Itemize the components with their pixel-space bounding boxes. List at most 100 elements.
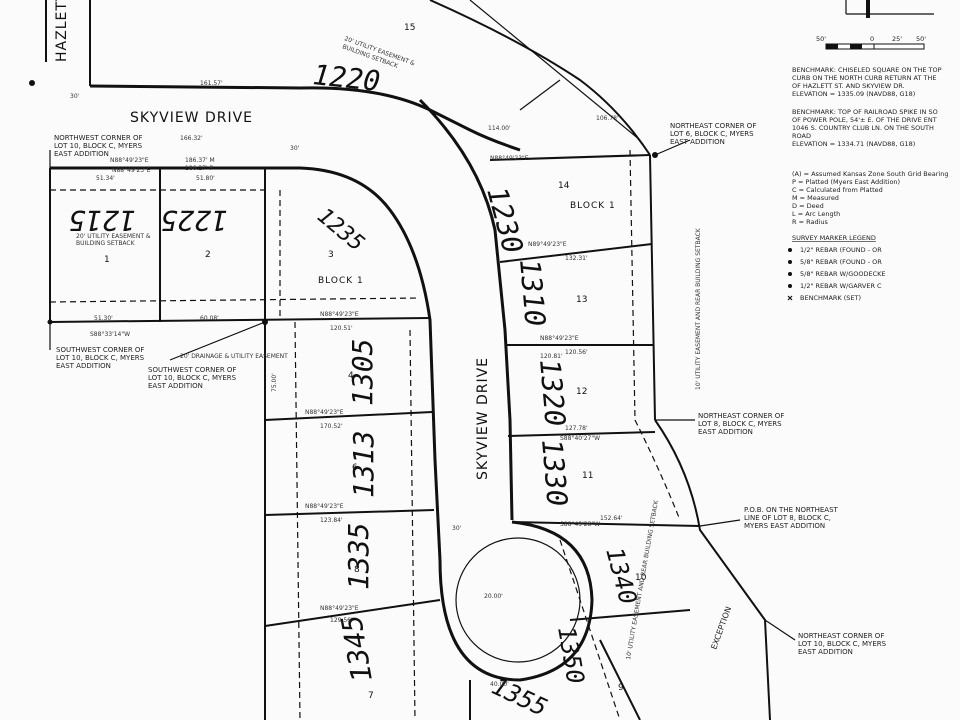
bearing-b7: S88°40'27"W bbox=[560, 435, 600, 442]
svg-text:C = Calculated from Platted: C = Calculated from Platted bbox=[792, 186, 883, 194]
skyview-east-row bbox=[418, 98, 514, 521]
distance-d21: 20.00' bbox=[484, 593, 503, 600]
svg-text:BENCHMARK: TOP OF RAILROAD SPI: BENCHMARK: TOP OF RAILROAD SPIKE IN SO bbox=[792, 108, 938, 116]
annotation-sw-corner-2: SOUTHWEST CORNER OF LOT 10, BLOCK C, MYE… bbox=[148, 366, 237, 390]
svg-text:NORTHEAST CORNER OF: NORTHEAST CORNER OF bbox=[798, 632, 884, 640]
annotation-nw-corner: NORTHWEST CORNER OF LOT 10, BLOCK C, MYE… bbox=[54, 134, 143, 158]
distance-d19: 30' bbox=[290, 145, 300, 152]
lot15-north-boundary bbox=[429, 0, 651, 156]
scale-bar: 50' 0 25' 50' bbox=[816, 35, 926, 50]
lot-number-6: 6 bbox=[352, 463, 358, 473]
house-number-1220: 1220 bbox=[311, 58, 382, 98]
bearing-b11: N88°49'23"E bbox=[490, 155, 529, 162]
house-number-1320: 1320 bbox=[533, 358, 572, 428]
svg-text:M = Measured: M = Measured bbox=[792, 194, 839, 202]
bearing-b8: N88°49'23"E bbox=[540, 335, 579, 342]
svg-text:1/2" REBAR (FOUND - OR: 1/2" REBAR (FOUND - OR bbox=[800, 246, 882, 254]
front-setback-lower bbox=[409, 329, 416, 720]
marker-rebar-icon bbox=[788, 260, 792, 264]
svg-text:EAST ADDITION: EAST ADDITION bbox=[670, 138, 725, 146]
lot-number-8: 8 bbox=[354, 565, 360, 575]
svg-text:(A) = Assumed Kansas Zone Sout: (A) = Assumed Kansas Zone South Grid Bea… bbox=[792, 170, 948, 178]
svg-text:LOT 8, BLOCK C, MYERS: LOT 8, BLOCK C, MYERS bbox=[698, 420, 782, 428]
lot11-12-line bbox=[507, 431, 656, 437]
distance-d24: 114.00' bbox=[488, 125, 511, 132]
east-rear-easement bbox=[629, 149, 681, 521]
svg-text:EAST ADDITION: EAST ADDITION bbox=[698, 428, 753, 436]
svg-text:P.O.B. ON THE NORTHEAST: P.O.B. ON THE NORTHEAST bbox=[744, 506, 839, 514]
svg-text:SOUTHWEST CORNER OF: SOUTHWEST CORNER OF bbox=[56, 346, 144, 354]
svg-text:0: 0 bbox=[870, 35, 874, 43]
lot-number-12: 12 bbox=[576, 387, 587, 397]
survey-marker-sw bbox=[262, 319, 268, 325]
lot-number-9: 9 bbox=[618, 683, 624, 693]
svg-text:L = Arc Length: L = Arc Length bbox=[792, 210, 840, 218]
house-number-1335: 1335 bbox=[342, 523, 375, 590]
annotation-ne-corner-1: NORTHEAST CORNER OF LOT 6, BLOCK C, MYER… bbox=[670, 122, 756, 146]
annotation-ne-corner-3: NORTHEAST CORNER OF LOT 10, BLOCK C, MYE… bbox=[798, 632, 887, 656]
annotation-exception: EXCEPTION bbox=[709, 605, 733, 650]
lot-number-1: 1 bbox=[104, 255, 110, 265]
lot-number-4: 4 bbox=[348, 371, 354, 381]
distance-d7: 51.30' bbox=[94, 315, 113, 322]
bearing-b4: N88°49'23"E bbox=[320, 311, 359, 318]
svg-text:EAST ADDITION: EAST ADDITION bbox=[148, 382, 203, 390]
svg-text:R = Radius: R = Radius bbox=[792, 218, 829, 226]
bearing-b5: N88°49'23"E bbox=[305, 409, 344, 416]
house-number-1305: 1305 bbox=[346, 339, 379, 406]
lot-number-3: 3 bbox=[328, 250, 334, 260]
lots-west-easement-lower bbox=[294, 321, 301, 720]
legend-markers: 1/2" REBAR (FOUND - OR 5/8" REBAR (FOUND… bbox=[787, 246, 886, 302]
lot-number-7: 7 bbox=[368, 691, 374, 701]
skyview-south-row bbox=[50, 166, 442, 561]
svg-text:NORTHEAST CORNER OF: NORTHEAST CORNER OF bbox=[670, 122, 756, 130]
distance-d14: 152.64' bbox=[600, 515, 623, 522]
north-arrow-icon bbox=[866, 0, 870, 18]
svg-text:25': 25' bbox=[892, 35, 902, 43]
lot15-side-line bbox=[519, 79, 561, 111]
survey-marker-ne bbox=[652, 152, 658, 158]
street-label-skyview-upper: SKYVIEW DRIVE bbox=[130, 110, 253, 126]
distance-d2: 166.32' bbox=[180, 135, 203, 142]
distance-d3: 186.37' M bbox=[185, 157, 215, 164]
lot8-7-line bbox=[264, 599, 441, 627]
bearing-b1: N88°49'23"E bbox=[110, 157, 149, 164]
legend-marker-title: SURVEY MARKER LEGEND bbox=[792, 234, 876, 242]
svg-text:50': 50' bbox=[916, 35, 926, 43]
svg-text:D = Deed: D = Deed bbox=[792, 202, 824, 210]
house-number-1313: 1313 bbox=[347, 431, 380, 498]
svg-text:OF HAZLETT ST. AND SKYVIEW DR.: OF HAZLETT ST. AND SKYVIEW DR. bbox=[792, 82, 905, 90]
svg-text:5/8" REBAR W/GOODECKE: 5/8" REBAR W/GOODECKE bbox=[800, 270, 886, 278]
lot-number-2: 2 bbox=[205, 250, 211, 260]
distance-d22: 40.00' bbox=[490, 681, 509, 688]
distance-d9: 120.51' bbox=[330, 325, 353, 332]
distance-d12: 123.84' bbox=[320, 517, 343, 524]
bearing-b9: S88°49'23"W bbox=[560, 521, 600, 528]
svg-text:NORTHEAST CORNER OF: NORTHEAST CORNER OF bbox=[698, 412, 784, 420]
house-number-1230: 1230 bbox=[480, 183, 529, 257]
svg-text:EAST ADDITION: EAST ADDITION bbox=[798, 648, 853, 656]
svg-text:5/8" REBAR (FOUND - OR: 5/8" REBAR (FOUND - OR bbox=[800, 258, 882, 266]
marker-rebar-cap-icon bbox=[788, 272, 792, 276]
rear-easement-line-1 bbox=[49, 297, 421, 303]
skyview-north-row bbox=[89, 84, 521, 152]
svg-text:OF POWER POLE, 54'± E. OF THE: OF POWER POLE, 54'± E. OF THE DRIVE ENT bbox=[792, 116, 937, 124]
lot4-5-line bbox=[264, 411, 433, 421]
svg-text:LOT 6, BLOCK C, MYERS: LOT 6, BLOCK C, MYERS bbox=[670, 130, 754, 138]
marker-rebar-icon bbox=[788, 248, 792, 252]
distance-d20: 30' bbox=[452, 525, 462, 532]
svg-text:EAST ADDITION: EAST ADDITION bbox=[54, 150, 109, 158]
street-label-hazlett: HAZLETT bbox=[54, 0, 70, 62]
lots-south-line bbox=[49, 317, 431, 323]
annotation-sw-corner-1: SOUTHWEST CORNER OF LOT 10, BLOCK C, MYE… bbox=[56, 346, 145, 370]
svg-text:ELEVATION = 1335.09 (NAVD88, G: ELEVATION = 1335.09 (NAVD88, G18) bbox=[792, 90, 915, 98]
svg-text:ELEVATION = 1334.71 (NAVD88, G: ELEVATION = 1334.71 (NAVD88, G18) bbox=[792, 140, 915, 148]
lot15-rear-easement-line bbox=[469, 0, 641, 141]
svg-text:ROAD: ROAD bbox=[792, 132, 811, 140]
block-label-right: BLOCK 1 bbox=[570, 201, 616, 211]
house-number-1330: 1330 bbox=[535, 438, 574, 508]
survey-marker-hazlett bbox=[29, 80, 35, 86]
distance-d23: 106.78' bbox=[596, 115, 619, 122]
svg-text:NORTHWEST CORNER OF: NORTHWEST CORNER OF bbox=[54, 134, 142, 142]
